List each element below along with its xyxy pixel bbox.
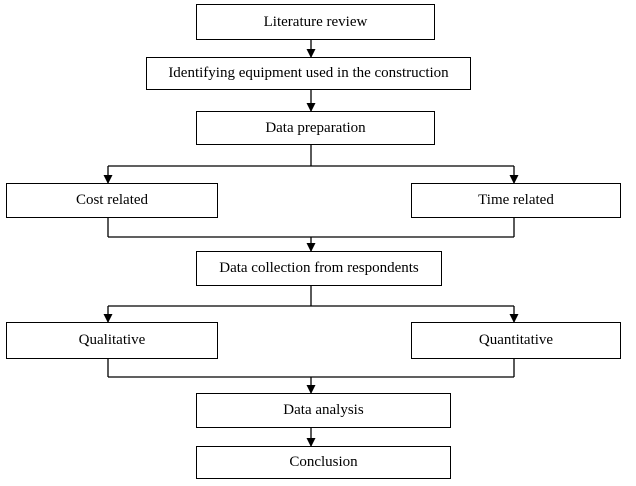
data-analysis-label: Data analysis (283, 402, 364, 418)
data-collection-label: Data collection from respondents (219, 260, 419, 276)
data-collection-box: Data collection from respondents (196, 251, 442, 286)
data-analysis-box: Data analysis (196, 393, 451, 428)
quantitative-label: Quantitative (478, 332, 554, 348)
conclusion-box: Conclusion (196, 446, 451, 479)
identifying-equipment-box: Identifying equipment used in the constr… (146, 57, 471, 90)
identifying-equipment-label: Identifying equipment used in the constr… (168, 65, 449, 81)
conclusion-label: Conclusion (289, 454, 358, 470)
data-preparation-label: Data preparation (265, 119, 366, 136)
quantitative-box: Quantitative (411, 322, 621, 359)
cost-related-box: Cost related (6, 183, 218, 218)
cost-related-label: Cost related (75, 192, 149, 208)
data-preparation-box: Data preparation (196, 111, 435, 145)
time-related-box: Time related (411, 183, 621, 218)
literature-review-label: Literature review (263, 13, 368, 30)
time-related-label: Time related (478, 192, 554, 208)
qualitative-label: Qualitative (78, 332, 146, 348)
literature-review-box: Literature review (196, 4, 435, 40)
qualitative-box: Qualitative (6, 322, 218, 359)
